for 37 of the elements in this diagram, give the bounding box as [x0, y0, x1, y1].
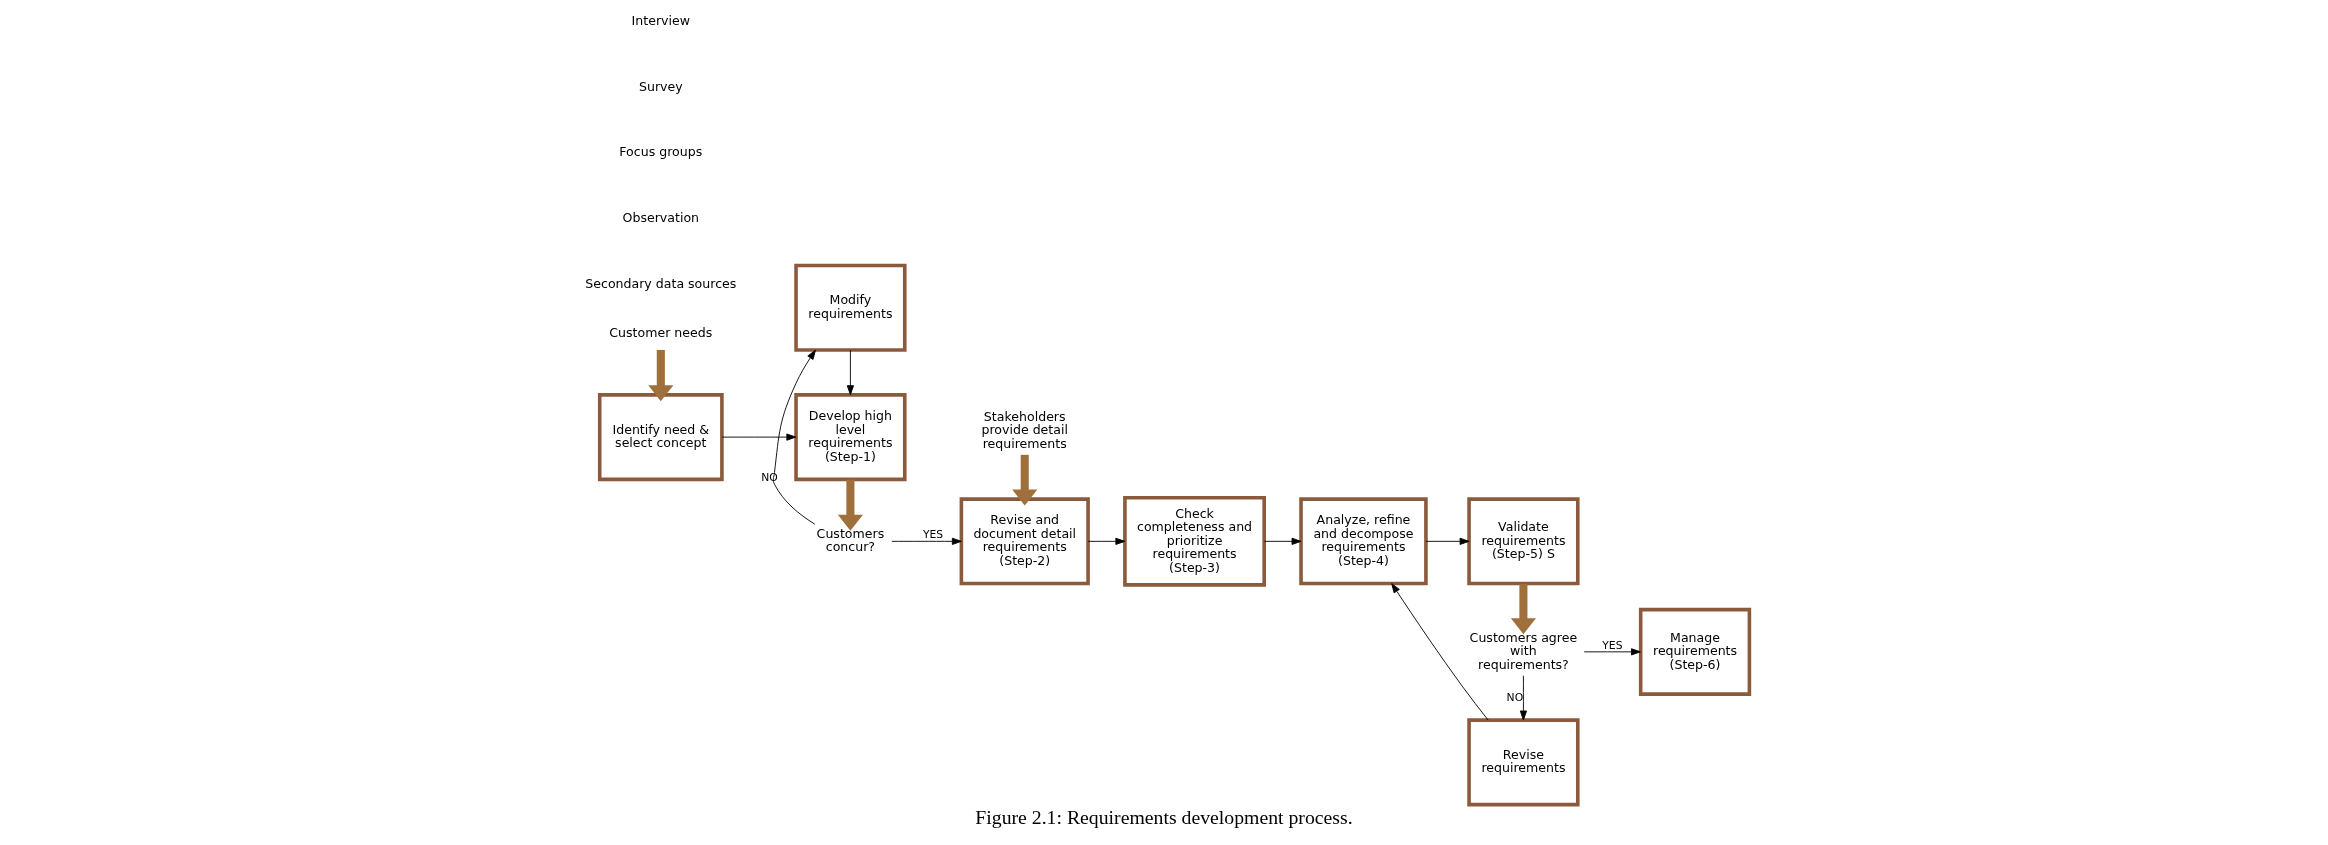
node-text: Customer needs	[609, 325, 713, 341]
node-box: Develop high level requirements (Step-1)	[794, 393, 907, 482]
arrow	[1519, 675, 1527, 721]
node-text: Stakeholders provide detail requirements	[981, 408, 1068, 451]
node-box: Revise and document detail requirements (Step-2)	[959, 497, 1090, 586]
node-box: Manage requirements (Step-6)	[1638, 607, 1752, 696]
arrow	[721, 433, 797, 441]
node-box: Analyze, refine and decompose requirements (Step-4)	[1299, 497, 1428, 586]
arrow	[648, 349, 674, 402]
label: Interview	[631, 13, 691, 29]
edge-label: NO	[1506, 690, 1524, 704]
node-box: Validate requirements (Step-5) S	[1467, 497, 1580, 586]
node-text: Customers concur?	[816, 525, 885, 555]
label: Focus groups	[619, 144, 703, 160]
label: Secondary data sources	[585, 275, 737, 291]
edge-label: NO	[761, 471, 778, 485]
arrow	[1012, 454, 1038, 506]
caption: Figure 2.1: Requirements development process.	[975, 806, 1353, 829]
arrow	[1583, 648, 1641, 656]
node-text: Customers agree with requirements?	[1469, 629, 1578, 672]
arrow	[1425, 537, 1470, 545]
arrow	[772, 349, 816, 525]
arrow	[1263, 537, 1302, 545]
node-box: Revise requirements	[1467, 718, 1580, 807]
label: Survey	[638, 78, 683, 94]
edge-label: YES	[1602, 638, 1623, 652]
node-box: Check completeness and prioritize requirements (Step-3)	[1123, 495, 1266, 587]
arrow	[846, 349, 854, 396]
label: Observation	[622, 210, 700, 226]
node-box: Identify need & select concept	[597, 393, 724, 482]
node-box: Modify requirements	[794, 263, 907, 352]
arrow	[891, 537, 962, 545]
arrow	[1510, 583, 1536, 635]
arrow	[1391, 583, 1489, 721]
edge-label: YES	[922, 528, 944, 542]
arrow	[837, 479, 863, 531]
arrow	[1087, 537, 1126, 545]
